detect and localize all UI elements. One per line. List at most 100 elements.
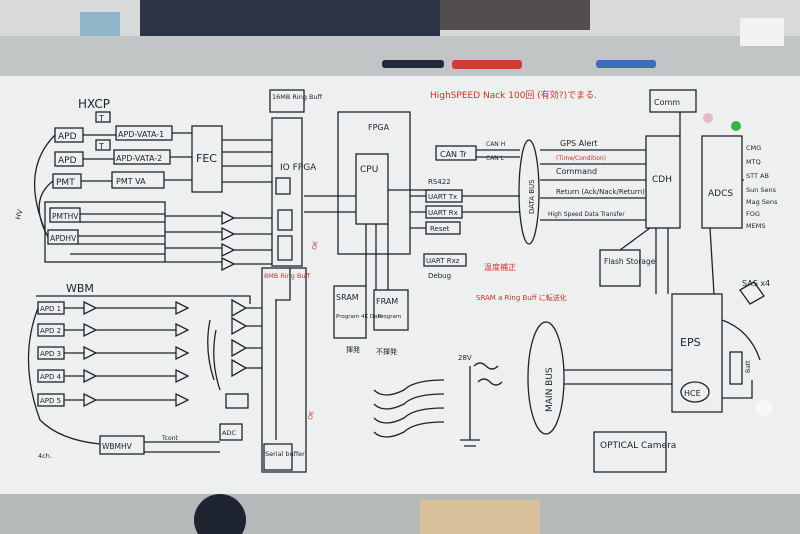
red-note-2: SRAM a Ring Buff に転送化 xyxy=(476,293,567,302)
wbm-top-line xyxy=(36,295,251,304)
wbm-feedback-curve xyxy=(27,307,101,445)
adcs-item-5: Mag Sens xyxy=(746,198,778,206)
wbm-apd-5: APD 5 xyxy=(40,397,61,405)
board-bottom-frame xyxy=(0,494,800,534)
wbm-hold-box xyxy=(225,393,249,409)
red-side-note-1: OK xyxy=(311,240,320,251)
uart-rxz-box xyxy=(423,253,467,267)
box-object xyxy=(80,12,120,38)
main-bus-lines xyxy=(564,369,672,385)
cpu-box xyxy=(355,153,389,225)
hce-ellipse xyxy=(680,381,710,403)
hxcp-apd-2: APD xyxy=(58,156,77,166)
main-fpga-label: FPGA xyxy=(368,123,390,132)
main-bus-label: MAIN BUS xyxy=(545,367,555,412)
v28-label: 28V xyxy=(458,354,472,362)
time-req: (Time/Condition) xyxy=(556,155,606,162)
person-chair xyxy=(440,0,590,30)
battery-box xyxy=(729,351,743,385)
wbm-apd-2: APD 2 xyxy=(40,327,61,335)
hxcp-tag-1: T xyxy=(98,114,104,123)
volatile-label: 揮発 xyxy=(346,345,360,354)
dac-stack xyxy=(165,210,272,272)
can-tr: CAN Tr xyxy=(440,150,467,159)
adc-label: ADC xyxy=(222,429,236,437)
nonvolatile-label: 不揮発 xyxy=(376,347,397,356)
marker-blue xyxy=(596,60,656,68)
solar-icon xyxy=(739,281,765,305)
wbm-apd-1: APD 1 xyxy=(40,305,61,313)
adcs-item-1: CMG xyxy=(746,144,761,152)
sram-label: SRAM xyxy=(336,293,359,302)
green-magnet xyxy=(731,121,741,131)
return-label: Return (Ack/Nack/Return) xyxy=(556,188,645,196)
adc-box xyxy=(219,423,243,441)
hxcp-pmt: PMT xyxy=(56,178,75,188)
rs422-label: RS422 xyxy=(428,178,451,186)
io-sub-box-3 xyxy=(277,235,293,261)
ring-buff-top: 16MB Ring Buff xyxy=(272,93,323,101)
sram-box xyxy=(333,285,367,339)
adcs-box xyxy=(701,135,743,229)
fec-label: FEC xyxy=(196,152,217,165)
hxcp-tag-box-2 xyxy=(95,139,111,151)
eps-box xyxy=(671,293,723,413)
can-l: CAN L xyxy=(486,155,505,162)
hxcp-det-lines xyxy=(81,134,116,182)
serial-buffer: Serial buffer xyxy=(265,450,305,458)
fec-io-lines xyxy=(222,139,272,183)
uart-rx: UART Rx xyxy=(428,209,458,217)
hv-lines xyxy=(70,213,165,255)
cpu-lines xyxy=(304,189,430,290)
wbm-io-lines xyxy=(275,268,291,440)
marker-red xyxy=(452,60,522,69)
wbm-apd-3: APD 3 xyxy=(40,350,61,358)
cardboard-box xyxy=(420,500,540,534)
vata-2: APD-VATA-2 xyxy=(116,154,162,163)
dcdc-coils xyxy=(460,362,503,447)
hxcp-title: HXCP xyxy=(78,97,110,111)
sensor-ring-buff: 8MB Ring Buff xyxy=(264,272,310,280)
main-bus-ellipse xyxy=(527,321,565,435)
io-sub-box-1 xyxy=(275,177,291,195)
flash-storage: Flash Storage xyxy=(604,257,656,266)
serial-buffer-box xyxy=(263,443,293,471)
hxcp-vata-lines xyxy=(164,132,192,181)
hxcp-tag-box-1 xyxy=(95,111,111,123)
person-legs xyxy=(140,0,440,36)
high-speed-label: High Speed Data Transfer xyxy=(548,211,625,218)
hv-side-label: HV xyxy=(14,209,24,221)
can-h: CAN H xyxy=(486,141,505,148)
wbm-io-column xyxy=(261,267,307,473)
wbmhv-label: WBMHV xyxy=(102,442,133,451)
comm-line xyxy=(679,112,744,181)
board-top-tray xyxy=(0,36,800,76)
wbm-title: WBM xyxy=(66,282,94,295)
debug-label: Debug xyxy=(428,272,451,280)
adcs-eps-line xyxy=(709,227,715,295)
optical-camera: OPTICAL Camera xyxy=(600,441,676,451)
wbmhv-box xyxy=(99,435,145,455)
pmthv-label: PMTHV xyxy=(52,212,79,221)
fram-note: Program xyxy=(378,314,401,320)
adcs-label: ADCS xyxy=(708,189,733,199)
hce-label: HCE xyxy=(684,389,701,398)
data-bus-ellipse xyxy=(518,139,540,245)
signal-lines xyxy=(540,149,646,221)
wbm-apd-4: APD 4 xyxy=(40,373,62,381)
fec-box xyxy=(191,125,223,193)
battery-label: Batt xyxy=(745,360,752,373)
can-tr-box xyxy=(435,145,477,161)
whiteboard-surface xyxy=(0,76,800,496)
hxcp-feedback-curves xyxy=(34,134,56,238)
fram-label: FRAM xyxy=(376,297,398,306)
reset-label: Reset xyxy=(430,225,450,233)
vata-1: APD-VATA-1 xyxy=(118,130,164,139)
command-label: Command xyxy=(556,167,597,176)
apdhv-label: APDHV xyxy=(50,234,77,243)
wbmhv-lines xyxy=(144,441,220,453)
pink-magnet xyxy=(703,113,713,123)
pmt-va: PMT VA xyxy=(116,177,146,186)
